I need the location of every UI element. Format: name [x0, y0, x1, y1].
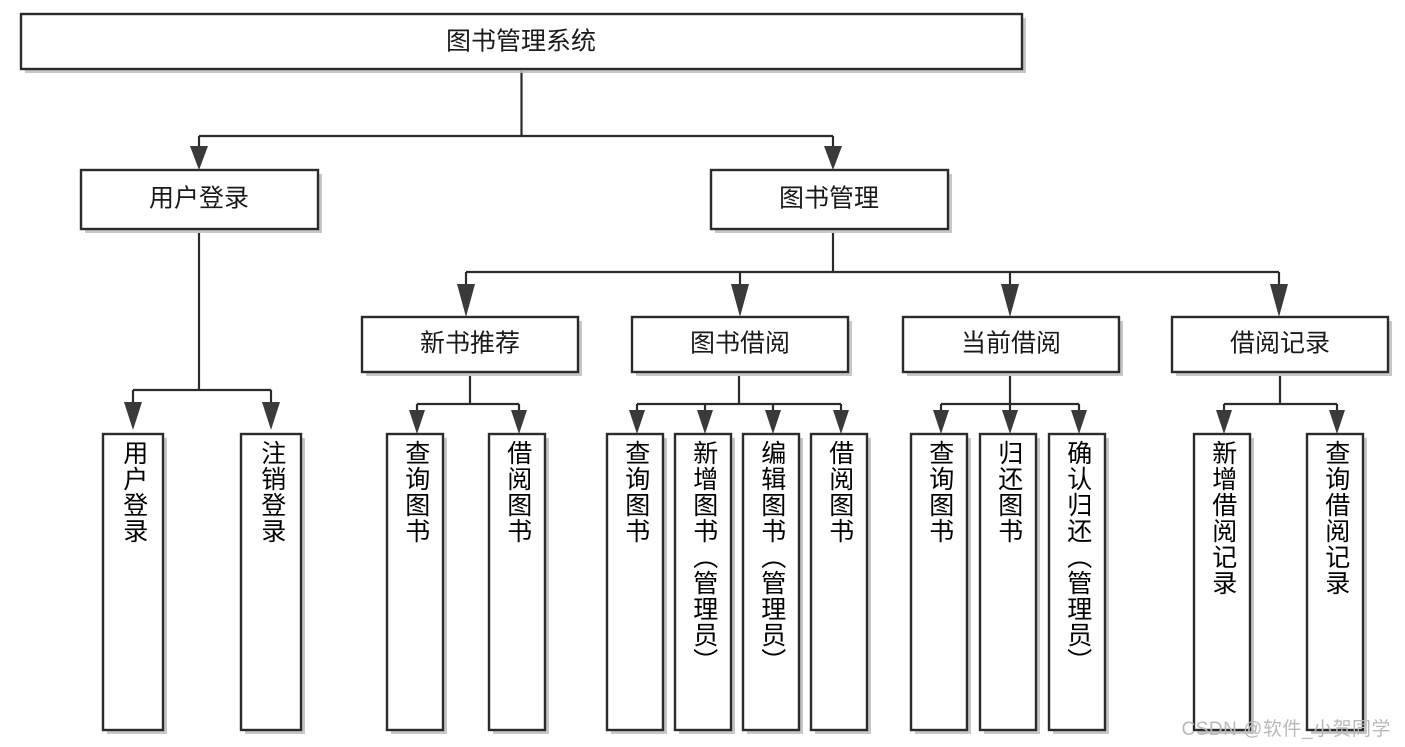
- node-book-manage-rect[interactable]: [709, 168, 950, 231]
- leaf-book-borrow-4-label: 借阅图书: [825, 440, 854, 544]
- leaf-book-borrow-2-rect[interactable]: [673, 432, 733, 732]
- leaf-borrow-record-1-fo: 新增借阅记录: [1208, 440, 1237, 596]
- leaf-borrow-record-1-label: 新增借阅记录: [1208, 440, 1237, 596]
- leaf-book-borrow-4-fo: 借阅图书: [825, 440, 854, 544]
- arrowhead-book-borrow: [731, 284, 749, 317]
- arrowhead-leaf-newbook-2: [511, 410, 527, 434]
- node-book-borrow-rect[interactable]: [630, 315, 850, 374]
- leaf-current-borrow-1-rect[interactable]: [909, 432, 969, 732]
- leaf-book-borrow-3-label: 编辑图书（管理员）: [757, 440, 786, 674]
- leaf-new-book-recommend-1[interactable]: 查询图书: [385, 432, 447, 734]
- arrowhead-leaf-bookborrow-1: [629, 410, 645, 434]
- node-borrow-record[interactable]: 借阅记录: [1170, 315, 1392, 376]
- arrowhead-new-book-recommend: [457, 284, 475, 317]
- arrowhead-leaf-newbook-1: [409, 410, 425, 434]
- leaf-borrow-record-2-label: 查询借阅记录: [1321, 440, 1350, 596]
- leaf-new-book-recommend-1-label: 查询图书: [401, 440, 430, 544]
- arrowhead-leaf-user-login-1: [124, 402, 142, 430]
- connector-group: [124, 71, 1345, 434]
- arrowhead-leaf-bookborrow-3: [765, 410, 781, 434]
- leaf-book-borrow-3[interactable]: 编辑图书（管理员）: [741, 432, 803, 734]
- node-root[interactable]: 图书管理系统: [19, 12, 1026, 73]
- leaf-current-borrow-2-label: 归还图书: [994, 440, 1023, 544]
- leaf-book-borrow-4[interactable]: 借阅图书: [809, 432, 871, 734]
- node-current-borrow[interactable]: 当前借阅: [901, 315, 1123, 376]
- node-current-borrow-label: 当前借阅: [961, 330, 1061, 358]
- leaf-user-login-2[interactable]: 注销登录: [239, 432, 305, 734]
- leaf-new-book-recommend-2-rect[interactable]: [487, 432, 547, 732]
- leaf-user-login-1[interactable]: 用户登录: [101, 432, 167, 734]
- leaf-new-book-recommend-1-rect[interactable]: [385, 432, 445, 732]
- leaf-user-login-1-rect[interactable]: [101, 432, 165, 732]
- leaf-book-borrow-1-label: 查询图书: [621, 440, 650, 544]
- leaf-book-borrow-4-rect[interactable]: [809, 432, 869, 732]
- node-borrow-record-label: 借阅记录: [1230, 330, 1330, 358]
- node-new-book-recommend-rect[interactable]: [360, 315, 580, 374]
- leaf-user-login-1-label: 用户登录: [119, 440, 148, 544]
- leaf-new-book-recommend-1-fo: 查询图书: [401, 440, 430, 544]
- leaf-current-borrow-3-fo: 确认归还（管理员）: [1063, 440, 1092, 674]
- leaf-book-borrow-2-fo: 新增图书（管理员）: [689, 440, 718, 674]
- arrowhead-leaf-bookborrow-4: [833, 410, 849, 434]
- leaf-current-borrow-3-rect[interactable]: [1047, 432, 1107, 732]
- leaf-new-book-recommend-2-fo: 借阅图书: [503, 440, 532, 544]
- leaf-user-login-2-rect[interactable]: [239, 432, 303, 732]
- leaf-user-login-1-fo: 用户登录: [119, 440, 148, 544]
- arrowhead-current-borrow: [1001, 284, 1019, 317]
- csdn-watermark: CSDN @软件_小贺同学: [1181, 719, 1391, 740]
- node-book-manage-label: 图书管理: [779, 185, 879, 213]
- node-root-rect[interactable]: [19, 12, 1024, 71]
- leaf-new-book-recommend-2-label: 借阅图书: [503, 440, 532, 544]
- node-new-book-recommend-label: 新书推荐: [420, 330, 520, 358]
- leaf-book-borrow-2[interactable]: 新增图书（管理员）: [673, 432, 735, 734]
- leaf-user-login-2-label: 注销登录: [257, 440, 286, 544]
- node-user-login-label: 用户登录: [149, 185, 249, 213]
- leaf-current-borrow-2[interactable]: 归还图书: [978, 432, 1040, 734]
- leaf-new-book-recommend-2[interactable]: 借阅图书: [487, 432, 549, 734]
- leaf-borrow-record-2-rect[interactable]: [1305, 432, 1365, 732]
- leaf-borrow-record-1-rect[interactable]: [1192, 432, 1252, 732]
- leaf-book-borrow-3-fo: 编辑图书（管理员）: [757, 440, 786, 674]
- leaf-book-borrow-3-rect[interactable]: [741, 432, 801, 732]
- node-current-borrow-rect[interactable]: [901, 315, 1121, 374]
- arrowhead-book-manage: [824, 146, 842, 170]
- leaf-book-borrow-1-fo: 查询图书: [621, 440, 650, 544]
- arrowhead-borrow-record: [1270, 284, 1288, 317]
- leaf-borrow-record-2-fo: 查询借阅记录: [1321, 440, 1350, 596]
- arrowhead-user-login: [190, 146, 208, 170]
- node-book-manage[interactable]: 图书管理: [709, 168, 952, 233]
- arrowhead-leaf-borrowrecord-2: [1329, 410, 1345, 434]
- leaf-current-borrow-3[interactable]: 确认归还（管理员）: [1047, 432, 1109, 734]
- arrowhead-leaf-currentborrow-1: [933, 410, 949, 434]
- node-user-login[interactable]: 用户登录: [79, 168, 322, 233]
- leaf-borrow-record-2[interactable]: 查询借阅记录: [1305, 432, 1367, 734]
- leaf-user-login-2-fo: 注销登录: [257, 440, 286, 544]
- node-root-label: 图书管理系统: [446, 28, 596, 56]
- leaf-current-borrow-2-fo: 归还图书: [994, 440, 1023, 544]
- node-user-login-rect[interactable]: [79, 168, 320, 231]
- leaf-borrow-record-1[interactable]: 新增借阅记录: [1192, 432, 1254, 734]
- leaf-book-borrow-2-label: 新增图书（管理员）: [689, 440, 718, 674]
- leaf-current-borrow-3-label: 确认归还（管理员）: [1063, 440, 1092, 674]
- node-book-borrow-label: 图书借阅: [690, 330, 790, 358]
- arrowhead-leaf-user-login-2: [262, 402, 280, 430]
- leaf-book-borrow-1-rect[interactable]: [605, 432, 665, 732]
- arrowhead-leaf-borrowrecord-1: [1216, 410, 1232, 434]
- leaf-current-borrow-1-fo: 查询图书: [925, 440, 954, 544]
- node-book-borrow[interactable]: 图书借阅: [630, 315, 852, 376]
- leaf-current-borrow-1-label: 查询图书: [925, 440, 954, 544]
- leaf-book-borrow-1[interactable]: 查询图书: [605, 432, 667, 734]
- leaf-current-borrow-1[interactable]: 查询图书: [909, 432, 971, 734]
- arrowhead-leaf-bookborrow-2: [697, 410, 713, 434]
- node-new-book-recommend[interactable]: 新书推荐: [360, 315, 582, 376]
- leaf-current-borrow-2-rect[interactable]: [978, 432, 1038, 732]
- arrowhead-leaf-currentborrow-3: [1071, 410, 1087, 434]
- arrowhead-leaf-currentborrow-2: [1002, 410, 1018, 434]
- node-borrow-record-rect[interactable]: [1170, 315, 1390, 374]
